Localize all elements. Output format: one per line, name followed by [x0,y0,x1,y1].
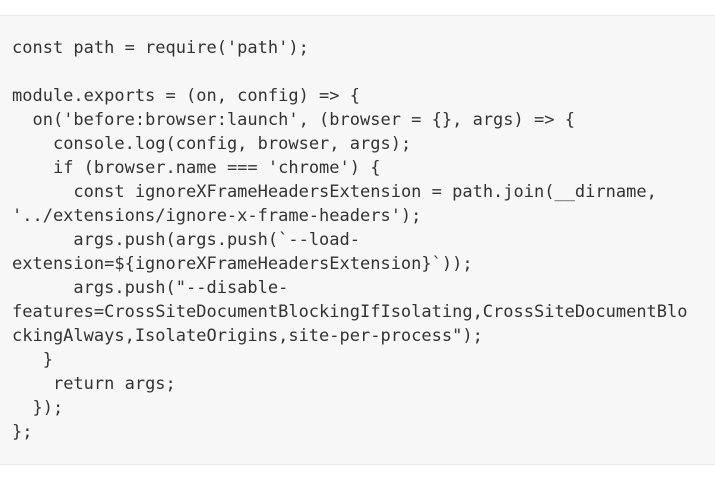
code-block: const path = require('path'); module.exp… [0,15,715,465]
page: const path = require('path'); module.exp… [0,15,715,480]
code-content: const path = require('path'); module.exp… [12,38,688,442]
